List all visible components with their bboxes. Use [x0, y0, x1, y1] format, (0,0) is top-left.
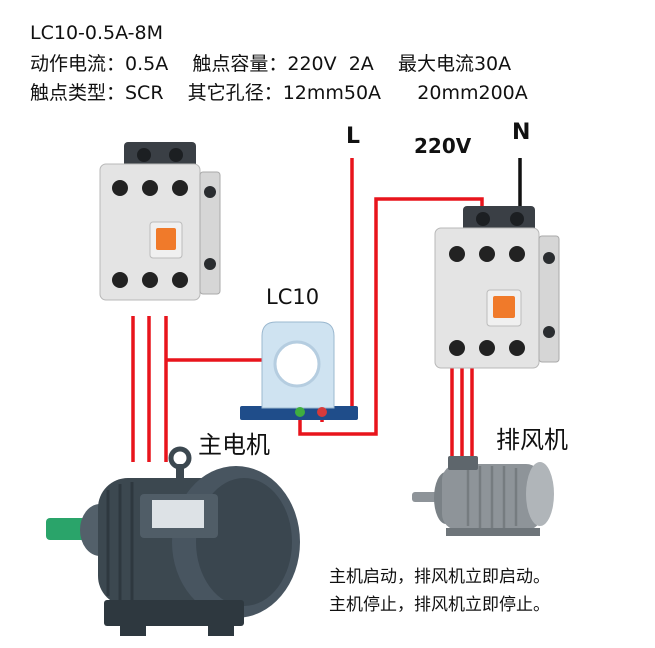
- main-contactor: [99, 142, 221, 301]
- main-contactor-switch: [156, 228, 176, 250]
- fan-shaft: [412, 492, 438, 502]
- main-motor-image: [46, 446, 300, 636]
- control-wire: [298, 197, 484, 436]
- sensor-terminal-green: [295, 407, 305, 417]
- main-motor-label: 主电机: [198, 431, 270, 459]
- sensor-terminal-red: [317, 407, 327, 417]
- spec-line-1: 动作电流：0.5A 触点容量：220V 2A 最大电流30A: [30, 53, 512, 75]
- lc10-current-sensor: [240, 321, 358, 420]
- note-line-2: 主机停止，排风机立即停止。: [329, 595, 550, 615]
- model-title: LC10-0.5A-8M: [30, 22, 164, 44]
- motor-nameplate: [152, 500, 204, 528]
- live-label: L: [346, 124, 361, 149]
- voltage-label: 220V: [414, 134, 472, 158]
- fan-label: 排风机: [496, 426, 568, 454]
- fan-motor-image: [412, 456, 554, 536]
- neutral-label: N: [512, 120, 531, 145]
- motor-shaft: [46, 518, 86, 540]
- fan-contactor-switch: [493, 296, 515, 318]
- fan-terminal-box: [448, 456, 478, 470]
- sensor-label: LC10: [266, 285, 320, 309]
- note-line-1: 主机启动，排风机立即启动。: [329, 567, 550, 587]
- spec-line-2: 触点类型：SCR 其它孔径：12mm50A 20mm200A: [30, 82, 528, 104]
- fan-contactor: [434, 206, 560, 369]
